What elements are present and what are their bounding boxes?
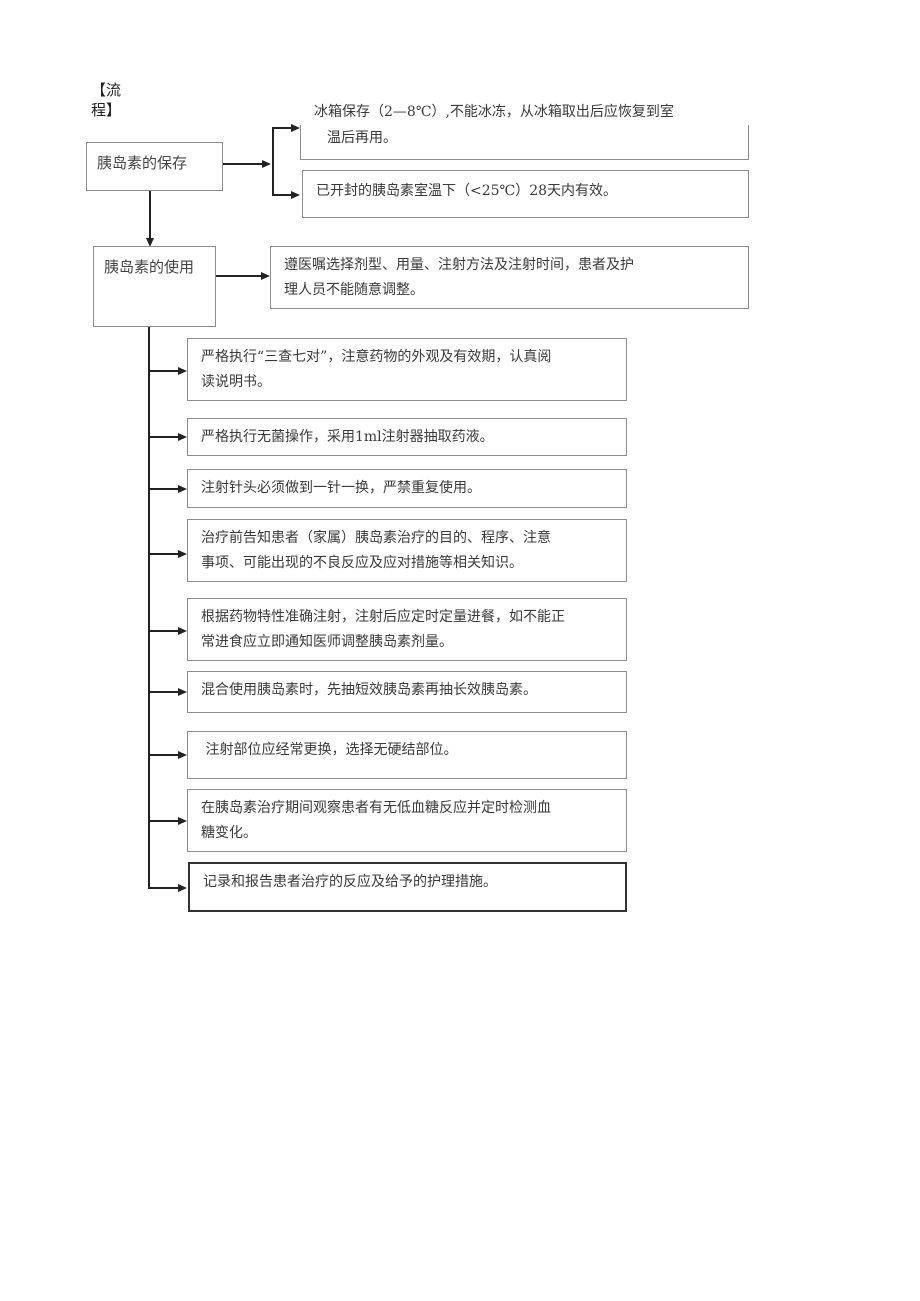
usage-step-8-line-2: 糖变化。 — [201, 825, 257, 841]
connector — [148, 370, 178, 372]
usage-step-2-text: 严格执行无菌操作，采用1ml注射器抽取药液。 — [201, 429, 494, 445]
usage-node-label: 胰岛素的使用 — [104, 258, 195, 276]
usage-step-1-line-2: 读说明书。 — [201, 374, 271, 390]
connector — [272, 127, 274, 196]
storage-node: 胰岛素的保存 — [86, 142, 223, 191]
connector — [216, 275, 262, 277]
storage-node-label: 胰岛素的保存 — [97, 154, 188, 172]
connector — [148, 754, 178, 756]
usage-step-8: 在胰岛素治疗期间观察患者有无低血糖反应并定时检测血 糖变化。 — [187, 789, 627, 852]
connector — [149, 191, 151, 239]
connector — [272, 194, 292, 196]
usage-step-7-text: 注射部位应经常更换，选择无硬结部位。 — [201, 742, 458, 758]
arrow-icon — [178, 550, 187, 558]
storage-item-1: 温后再用。 — [300, 125, 749, 160]
usage-step-5-line-2: 常进食应立即通知医师调整胰岛素剂量。 — [201, 634, 453, 650]
usage-step-4: 治疗前告知患者（家属）胰岛素治疗的目的、程序、注意 事项、可能出现的不良反应及应… — [187, 519, 627, 582]
arrow-icon — [178, 627, 187, 635]
heading-line-2: 程】 — [91, 101, 122, 119]
usage-step-1: 严格执行“三查七对”，注意药物的外观及有效期，认真阅 读说明书。 — [187, 338, 627, 401]
storage-item-2: 已开封的胰岛素室温下（<25℃）28天内有效。 — [302, 170, 749, 218]
connector — [272, 127, 292, 129]
usage-step-9-text: 记录和报告患者治疗的反应及给予的护理措施。 — [203, 874, 497, 890]
arrow-icon — [178, 433, 187, 441]
usage-step-5-line-1: 根据药物特性准确注射，注射后应定时定量进餐，如不能正 — [201, 609, 565, 625]
arrow-icon — [178, 367, 187, 375]
usage-step-1-line-1: 严格执行“三查七对”，注意药物的外观及有效期，认真阅 — [201, 349, 552, 365]
storage-item-1-line-1: 冰箱保存（2—8℃）,不能冰冻，从冰箱取出后应恢复到室 — [314, 104, 674, 120]
arrow-icon — [178, 688, 187, 696]
usage-step-4-line-1: 治疗前告知患者（家属）胰岛素治疗的目的、程序、注意 — [201, 530, 551, 546]
usage-step-8-line-1: 在胰岛素治疗期间观察患者有无低血糖反应并定时检测血 — [201, 800, 551, 816]
usage-direct-line-2: 理人员不能随意调整。 — [284, 282, 424, 298]
arrow-icon — [178, 485, 187, 493]
arrow-icon — [178, 884, 187, 892]
usage-step-2: 严格执行无菌操作，采用1ml注射器抽取药液。 — [187, 418, 627, 456]
usage-step-9: 记录和报告患者治疗的反应及给予的护理措施。 — [188, 862, 627, 912]
heading-line-1: 【流 — [91, 81, 122, 99]
arrow-icon — [178, 817, 187, 825]
usage-step-7: 注射部位应经常更换，选择无硬结部位。 — [187, 731, 627, 779]
arrow-icon — [178, 751, 187, 759]
usage-step-3-text: 注射针头必须做到一针一换，严禁重复使用。 — [201, 480, 481, 496]
arrow-icon — [261, 272, 270, 280]
usage-direct-box: 遵医嘱选择剂型、用量、注射方法及注射时间，患者及护 理人员不能随意调整。 — [270, 246, 749, 309]
usage-step-6: 混合使用胰岛素时，先抽短效胰岛素再抽长效胰岛素。 — [187, 671, 627, 713]
connector — [148, 691, 178, 693]
connector-trunk — [148, 327, 150, 888]
usage-node: 胰岛素的使用 — [93, 246, 216, 327]
connector — [148, 488, 178, 490]
arrow-icon — [291, 191, 300, 199]
usage-step-6-text: 混合使用胰岛素时，先抽短效胰岛素再抽长效胰岛素。 — [201, 682, 537, 698]
connector — [148, 553, 178, 555]
connector — [148, 630, 178, 632]
connector — [148, 887, 178, 889]
arrow-icon — [291, 124, 300, 132]
section-heading: 【流 程】 — [91, 80, 131, 120]
arrow-icon — [262, 160, 271, 168]
usage-direct-line-1: 遵医嘱选择剂型、用量、注射方法及注射时间，患者及护 — [284, 257, 634, 273]
connector — [148, 436, 178, 438]
connector — [148, 820, 178, 822]
arrow-down-icon — [146, 238, 154, 247]
usage-step-4-line-2: 事项、可能出现的不良反应及应对措施等相关知识。 — [201, 555, 523, 571]
storage-item-2-text: 已开封的胰岛素室温下（<25℃）28天内有效。 — [316, 183, 618, 199]
storage-item-1-line-2: 温后再用。 — [327, 130, 397, 146]
usage-step-3: 注射针头必须做到一针一换，严禁重复使用。 — [187, 469, 627, 508]
connector — [223, 163, 269, 165]
usage-step-5: 根据药物特性准确注射，注射后应定时定量进餐，如不能正 常进食应立即通知医师调整胰… — [187, 598, 627, 661]
